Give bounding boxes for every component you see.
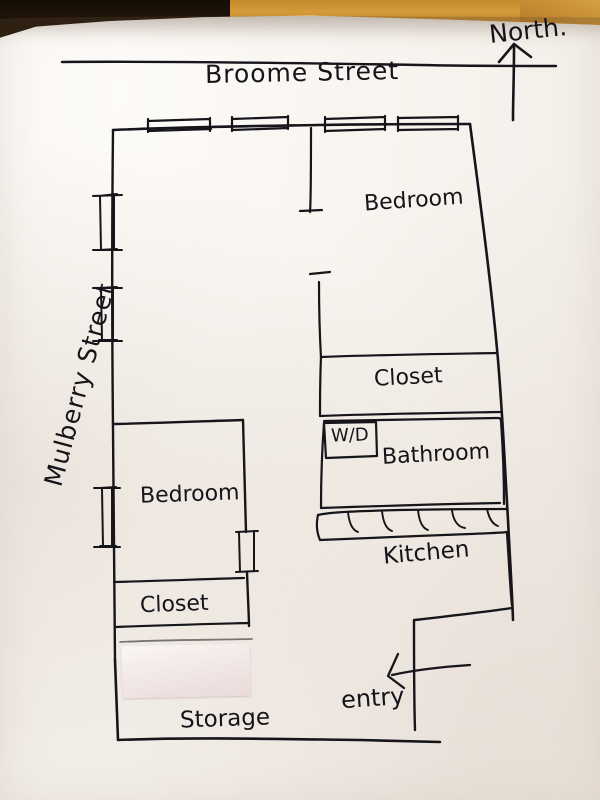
door-jamb-lower: [308, 270, 332, 276]
room-label-bedroom-west: Bedroom: [139, 480, 240, 509]
window-west-1: [92, 193, 123, 251]
bathroom-right-wall: [499, 419, 506, 506]
kitchen-cabinet-divider-2: [381, 510, 393, 532]
kitchen-cabinet-divider-4: [451, 509, 466, 529]
closet-north-left-wall: [318, 355, 323, 418]
entry-arrow-head: [386, 652, 406, 690]
bedroom-west-closet-divider: [112, 576, 246, 584]
door-jamb-upper: [298, 208, 324, 213]
room-label-washer-dryer: W/D: [330, 424, 370, 447]
north-arrow-head: [497, 42, 533, 64]
door-bedroom-west: [235, 530, 259, 573]
kitchen-counter-top-edge: [316, 507, 508, 517]
east-exterior-wall: [468, 122, 515, 622]
window-west-2: [92, 286, 123, 342]
interior-wall-lower-segment: [317, 280, 323, 360]
kitchen-cabinet-divider-5: [486, 508, 499, 527]
bedroom-west-top-wall: [111, 418, 245, 426]
north-arrow-shaft: [511, 45, 516, 122]
room-label-storage: Storage: [179, 704, 271, 734]
west-exterior-wall: [111, 128, 117, 662]
interior-wall-north-bedroom-west: [308, 126, 313, 214]
entry-label: entry: [340, 681, 406, 715]
north-exterior-wall: [111, 122, 472, 132]
closet-north-top-wall: [319, 351, 499, 359]
closet-west-bottom-wall: [114, 621, 251, 629]
broome-street-label: Broome Street: [204, 55, 400, 90]
window-north-3: [323, 114, 387, 134]
closet-north-bottom-wall: [318, 410, 502, 418]
washer-dryer-box: [322, 420, 379, 460]
window-north-2: [230, 114, 290, 133]
room-label-closet-west: Closet: [139, 590, 209, 619]
window-west-3: [93, 486, 121, 548]
bathroom-bottom-wall: [319, 501, 502, 510]
bathroom-left-wall: [319, 421, 326, 510]
window-north-4: [396, 114, 460, 133]
storage-top-edge: [119, 638, 253, 643]
bedroom-west-right-wall: [241, 418, 251, 628]
window-north-1: [146, 116, 213, 134]
bathroom-top-wall: [322, 416, 503, 423]
kitchen-cabinet-divider-1: [347, 511, 359, 533]
kitchen-cabinet-divider-3: [417, 509, 429, 531]
kitchen-south-wall: [413, 606, 514, 622]
entry-arrow-shaft: [390, 663, 472, 677]
kitchen-counter-left-edge: [315, 513, 322, 542]
south-exterior-wall: [113, 658, 442, 744]
kitchen-right-wall: [505, 530, 514, 607]
paper-sheet: [0, 15, 600, 800]
entry-vestibule-wall: [412, 618, 417, 732]
room-label-closet-north: Closet: [373, 363, 444, 392]
kitchen-counter-bottom-edge: [318, 530, 509, 542]
broome-street-line: [60, 60, 558, 68]
